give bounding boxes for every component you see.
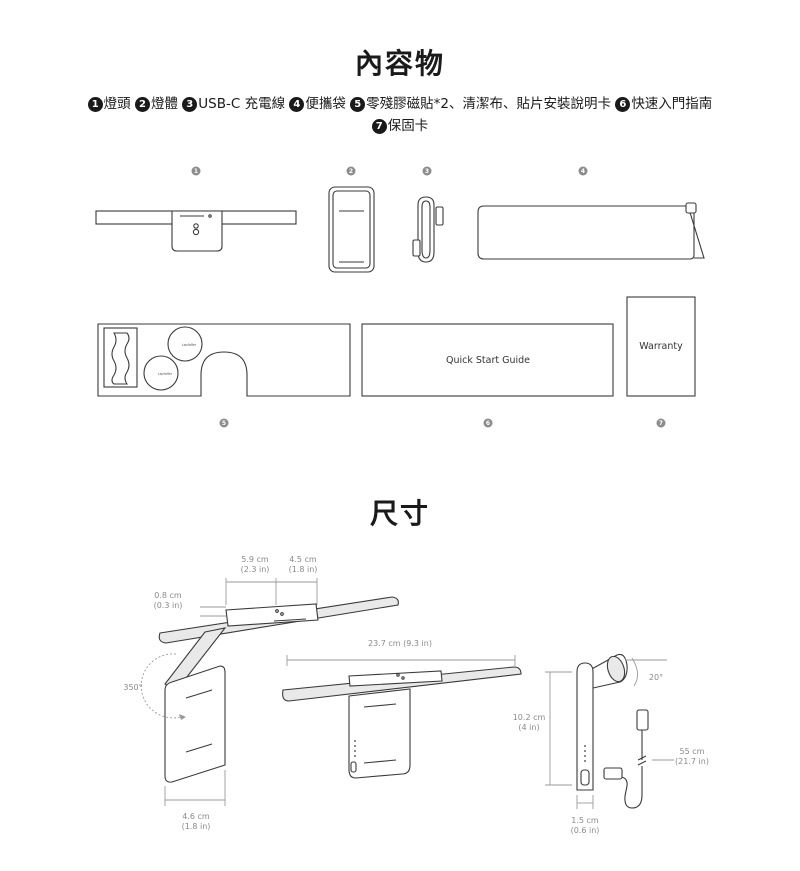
svg-text:55 cm: 55 cm <box>680 747 705 756</box>
number-badge: 2 <box>134 97 150 112</box>
warranty-card-illustration: Warranty <box>626 296 696 397</box>
number-badge: 1 <box>87 97 103 112</box>
svg-text:(2.3 in): (2.3 in) <box>241 565 270 574</box>
marker-4: 4 <box>578 166 588 176</box>
accessories-illustration: Lepfoffer Lepfoffer <box>97 323 351 397</box>
svg-text:23.7 cm (9.3 in): 23.7 cm (9.3 in) <box>368 639 432 648</box>
lamp-folded-illustration: 5.9 cm (2.3 in) 4.5 cm (1.8 in) 0.8 cm (… <box>123 555 399 831</box>
marker-3: 3 <box>422 166 432 176</box>
warranty-label: Warranty <box>639 341 683 352</box>
svg-text:4.5 cm: 4.5 cm <box>289 555 317 564</box>
svg-text:5.9 cm: 5.9 cm <box>241 555 269 564</box>
svg-text:(0.3 in): (0.3 in) <box>154 601 183 610</box>
svg-text:(21.7 in): (21.7 in) <box>675 757 709 766</box>
svg-text:4: 4 <box>581 168 585 175</box>
svg-text:(1.8 in): (1.8 in) <box>182 822 211 831</box>
marker-5: 5 <box>219 418 229 428</box>
cable-length-illustration: 55 cm (21.7 in) <box>603 709 709 809</box>
lamp-head-illustration <box>95 210 297 252</box>
lamp-body-illustration <box>328 186 375 273</box>
svg-text:1: 1 <box>194 168 198 175</box>
quick-start-guide-illustration: Quick Start Guide <box>361 323 614 397</box>
svg-text:(1.8 in): (1.8 in) <box>289 565 318 574</box>
lamp-front-illustration: 23.7 cm (9.3 in) <box>282 639 522 779</box>
lamp-side-illustration: 10.2 cm (4 in) 20° 1.5 cm (0.6 in) <box>513 653 667 835</box>
svg-text:6: 6 <box>486 420 490 427</box>
svg-text:4.6 cm: 4.6 cm <box>182 812 210 821</box>
quick-start-label: Quick Start Guide <box>446 355 530 366</box>
svg-text:7: 7 <box>659 420 663 427</box>
contents-title: 內容物 <box>354 47 445 80</box>
carry-pouch-illustration <box>477 202 705 260</box>
svg-text:1.5 cm: 1.5 cm <box>571 816 599 825</box>
number-badge: 7 <box>371 119 387 134</box>
svg-text:350°: 350° <box>123 683 142 692</box>
svg-text:Lepfoffer: Lepfoffer <box>182 343 197 347</box>
svg-text:3: 3 <box>425 168 429 175</box>
number-badge: 4 <box>289 97 305 112</box>
number-badge: 6 <box>615 97 631 112</box>
svg-text:(0.6 in): (0.6 in) <box>571 826 600 835</box>
dimensions-title: 尺寸 <box>369 497 430 530</box>
svg-text:Lepfoffer: Lepfoffer <box>158 372 173 376</box>
svg-text:20°: 20° <box>649 673 663 682</box>
svg-text:0.8 cm: 0.8 cm <box>154 591 182 600</box>
usb-c-cable-illustration <box>412 196 444 263</box>
marker-1: 1 <box>191 166 201 176</box>
svg-text:5: 5 <box>222 420 226 427</box>
svg-text:(4 in): (4 in) <box>518 723 539 732</box>
svg-text:10.2 cm: 10.2 cm <box>513 713 546 722</box>
number-badge: 5 <box>350 97 366 112</box>
svg-text:2: 2 <box>349 168 353 175</box>
marker-2: 2 <box>346 166 356 176</box>
marker-6: 6 <box>483 418 493 428</box>
number-badge: 3 <box>182 97 198 112</box>
marker-7: 7 <box>656 418 666 428</box>
